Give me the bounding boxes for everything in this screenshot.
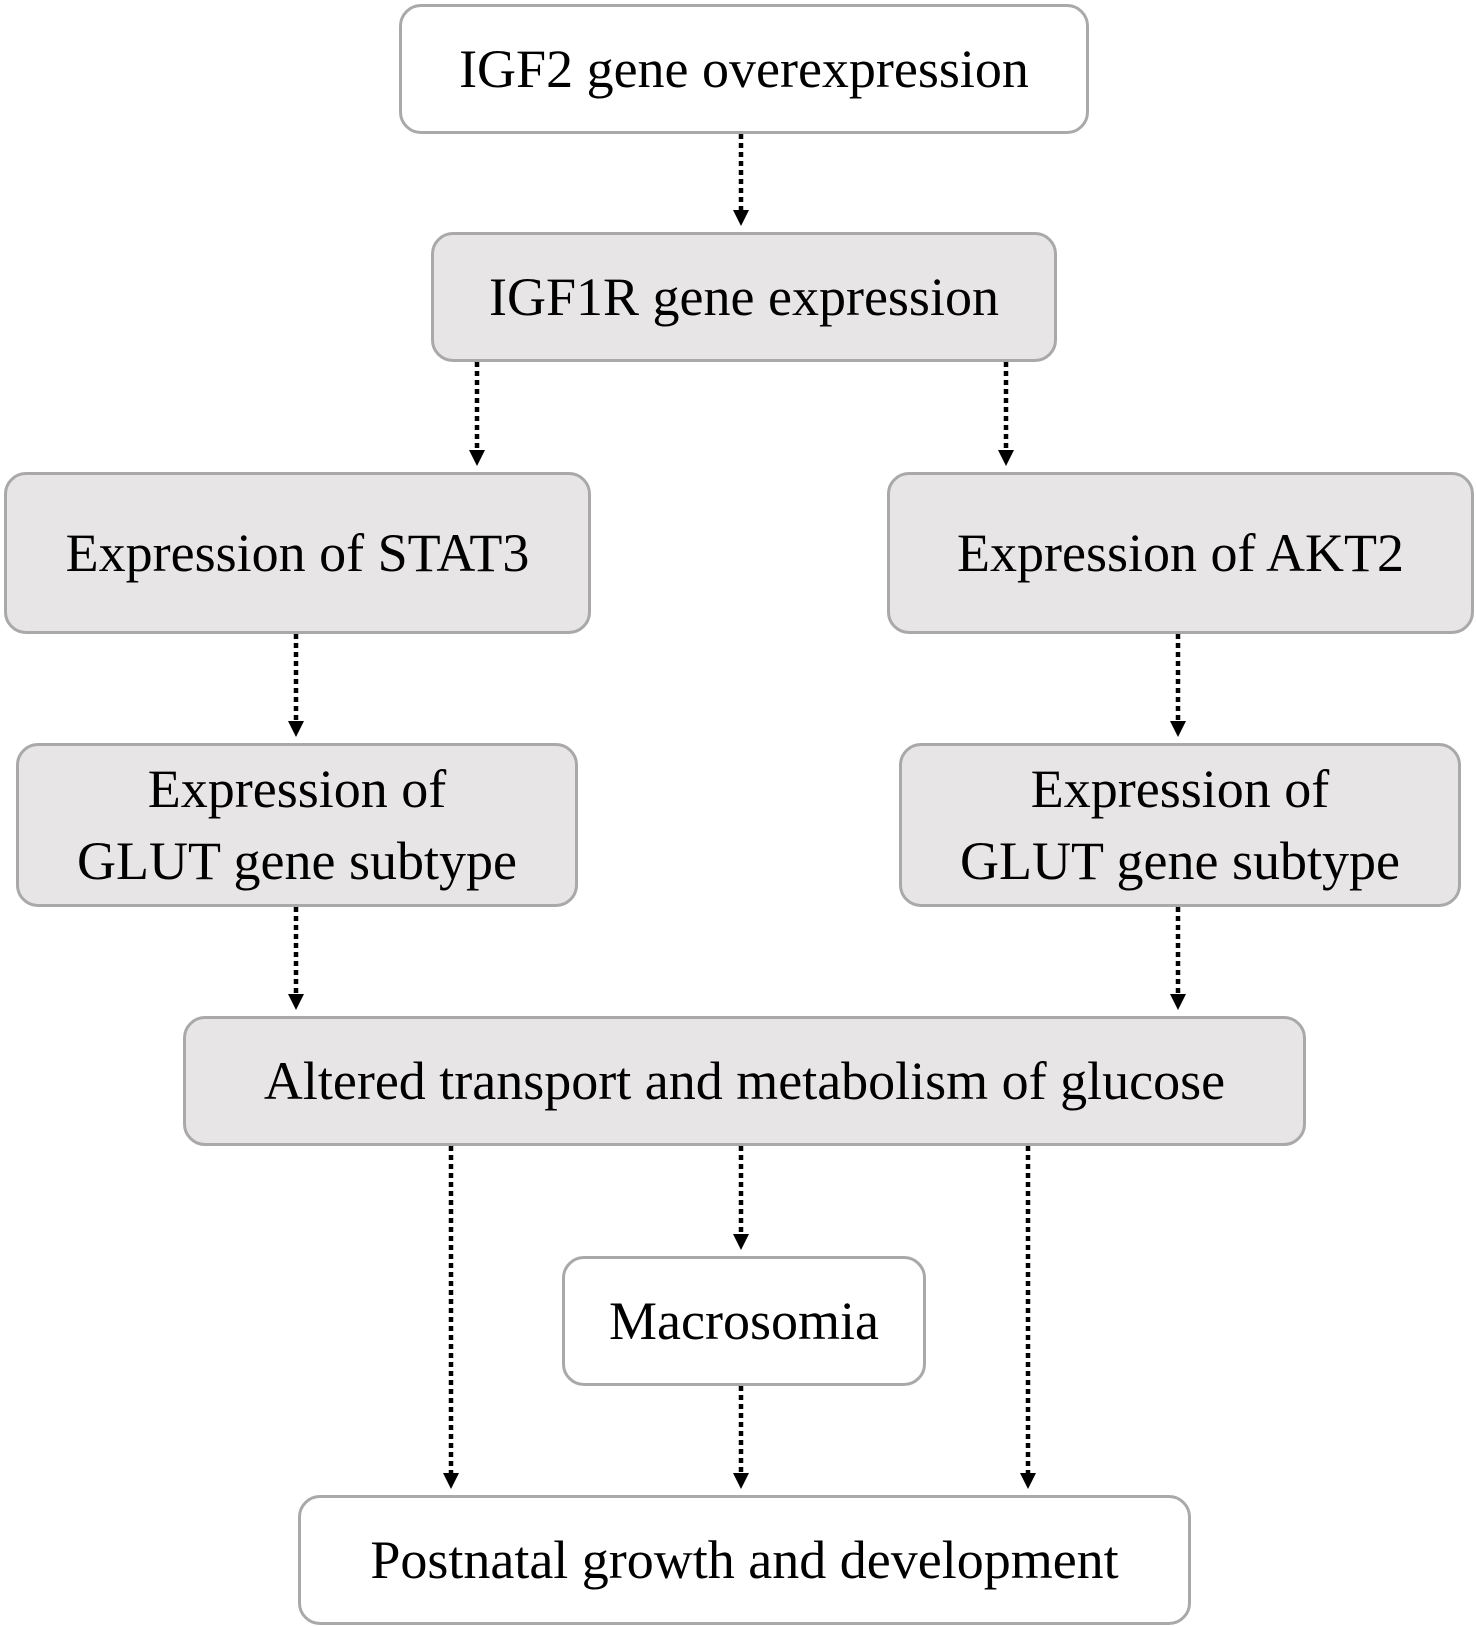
node-label-line1: Expression of	[147, 759, 447, 819]
arrow-glut-right-to-glucose-head	[1170, 994, 1186, 1010]
arrow-akt2-to-glut-right-head	[1170, 721, 1186, 737]
node-macrosomia: Macrosomia	[562, 1256, 926, 1386]
arrow-igf1r-to-stat3-head	[469, 450, 485, 466]
arrow-glucose-to-postnatal-right-head	[1020, 1473, 1036, 1489]
node-igf2-overexpression: IGF2 gene overexpression	[399, 4, 1089, 134]
arrow-igf2-to-igf1r-head	[733, 210, 749, 226]
node-label-line1: Expression of	[1030, 759, 1330, 819]
arrow-stat3-to-glut-left-head	[288, 721, 304, 737]
node-glut-right: Expression of GLUT gene subtype	[899, 743, 1461, 907]
node-label: Expression of AKT2	[957, 523, 1404, 583]
node-label: Postnatal growth and development	[370, 1530, 1119, 1590]
node-label: Altered transport and metabolism of gluc…	[263, 1051, 1226, 1111]
node-stat3-expression: Expression of STAT3	[4, 472, 591, 634]
node-glut-left: Expression of GLUT gene subtype	[16, 743, 578, 907]
arrow-glut-left-to-glucose-head	[288, 994, 304, 1010]
arrow-glucose-to-postnatal-left-head	[443, 1473, 459, 1489]
node-label-line2: GLUT gene subtype	[77, 831, 517, 891]
node-postnatal-growth: Postnatal growth and development	[298, 1495, 1191, 1625]
node-akt2-expression: Expression of AKT2	[887, 472, 1474, 634]
node-label: Macrosomia	[609, 1291, 879, 1351]
node-label-line2: GLUT gene subtype	[960, 831, 1400, 891]
node-label: IGF1R gene expression	[489, 267, 999, 327]
arrow-macrosomia-to-postnatal-head	[733, 1473, 749, 1489]
arrow-igf1r-to-akt2-head	[998, 450, 1014, 466]
node-label: IGF2 gene overexpression	[459, 39, 1029, 99]
node-label: Expression of STAT3	[65, 523, 530, 583]
arrow-glucose-to-macrosomia-head	[733, 1234, 749, 1250]
node-altered-glucose: Altered transport and metabolism of gluc…	[183, 1016, 1306, 1146]
node-igf1r-expression: IGF1R gene expression	[431, 232, 1057, 362]
